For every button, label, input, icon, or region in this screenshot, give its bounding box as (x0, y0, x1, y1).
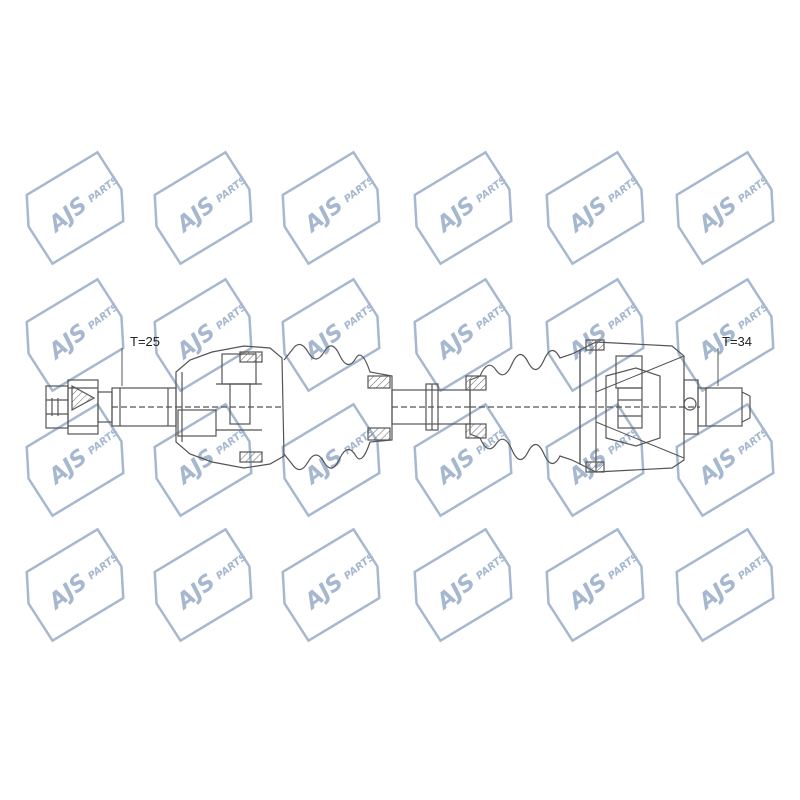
svg-text:AJS: AJS (43, 320, 92, 366)
svg-text:PARTS: PARTS (342, 302, 377, 332)
svg-text:AJS: AJS (693, 445, 742, 491)
svg-text:AJS: AJS (431, 570, 480, 616)
inner-tripod-housing (579, 339, 700, 473)
svg-text:AJS: AJS (299, 570, 348, 616)
svg-text:PARTS: PARTS (606, 427, 641, 457)
svg-text:PARTS: PARTS (86, 175, 121, 205)
left-spline-shaft (111, 348, 177, 427)
svg-text:AJS: AJS (563, 193, 612, 239)
svg-text:AJS: AJS (693, 570, 742, 616)
svg-text:AJS: AJS (431, 193, 480, 239)
inner-boot (465, 349, 581, 465)
svg-text:AJS: AJS (563, 570, 612, 616)
svg-text:PARTS: PARTS (606, 302, 641, 332)
svg-text:AJS: AJS (171, 445, 220, 491)
svg-text:AJS: AJS (171, 193, 220, 239)
outer-cv-joint (175, 345, 285, 469)
svg-text:PARTS: PARTS (736, 427, 771, 457)
svg-text:PARTS: PARTS (736, 175, 771, 205)
drive-shaft (45, 339, 751, 473)
svg-text:AJS: AJS (299, 445, 348, 491)
svg-text:PARTS: PARTS (606, 552, 641, 582)
svg-text:AJS: AJS (431, 445, 480, 491)
svg-text:PARTS: PARTS (474, 302, 509, 332)
svg-text:PARTS: PARTS (86, 552, 121, 582)
svg-text:AJS: AJS (43, 193, 92, 239)
svg-text:PARTS: PARTS (214, 302, 249, 332)
outer-boot (283, 343, 393, 471)
svg-text:PARTS: PARTS (86, 427, 121, 457)
svg-text:AJS: AJS (431, 320, 480, 366)
svg-text:PARTS: PARTS (342, 175, 377, 205)
svg-text:AJS: AJS (43, 445, 92, 491)
svg-text:PARTS: PARTS (736, 552, 771, 582)
svg-text:AJS: AJS (43, 570, 92, 616)
right-spline-label: T=34 (722, 334, 752, 349)
svg-text:PARTS: PARTS (736, 302, 771, 332)
svg-text:AJS: AJS (299, 193, 348, 239)
svg-text:PARTS: PARTS (342, 552, 377, 582)
svg-text:PARTS: PARTS (86, 302, 121, 332)
right-stub (683, 348, 751, 435)
svg-text:PARTS: PARTS (606, 175, 641, 205)
watermark-layer: AJSPARTSAJSPARTSAJSPARTSAJSPARTSAJSPARTS… (25, 150, 775, 643)
center-shaft (391, 383, 471, 431)
svg-text:AJS: AJS (693, 193, 742, 239)
svg-text:PARTS: PARTS (474, 552, 509, 582)
svg-text:AJS: AJS (171, 570, 220, 616)
left-spline-label: T=25 (130, 334, 160, 349)
svg-text:PARTS: PARTS (214, 175, 249, 205)
svg-text:PARTS: PARTS (214, 552, 249, 582)
svg-text:AJS: AJS (171, 320, 220, 366)
svg-text:PARTS: PARTS (474, 175, 509, 205)
